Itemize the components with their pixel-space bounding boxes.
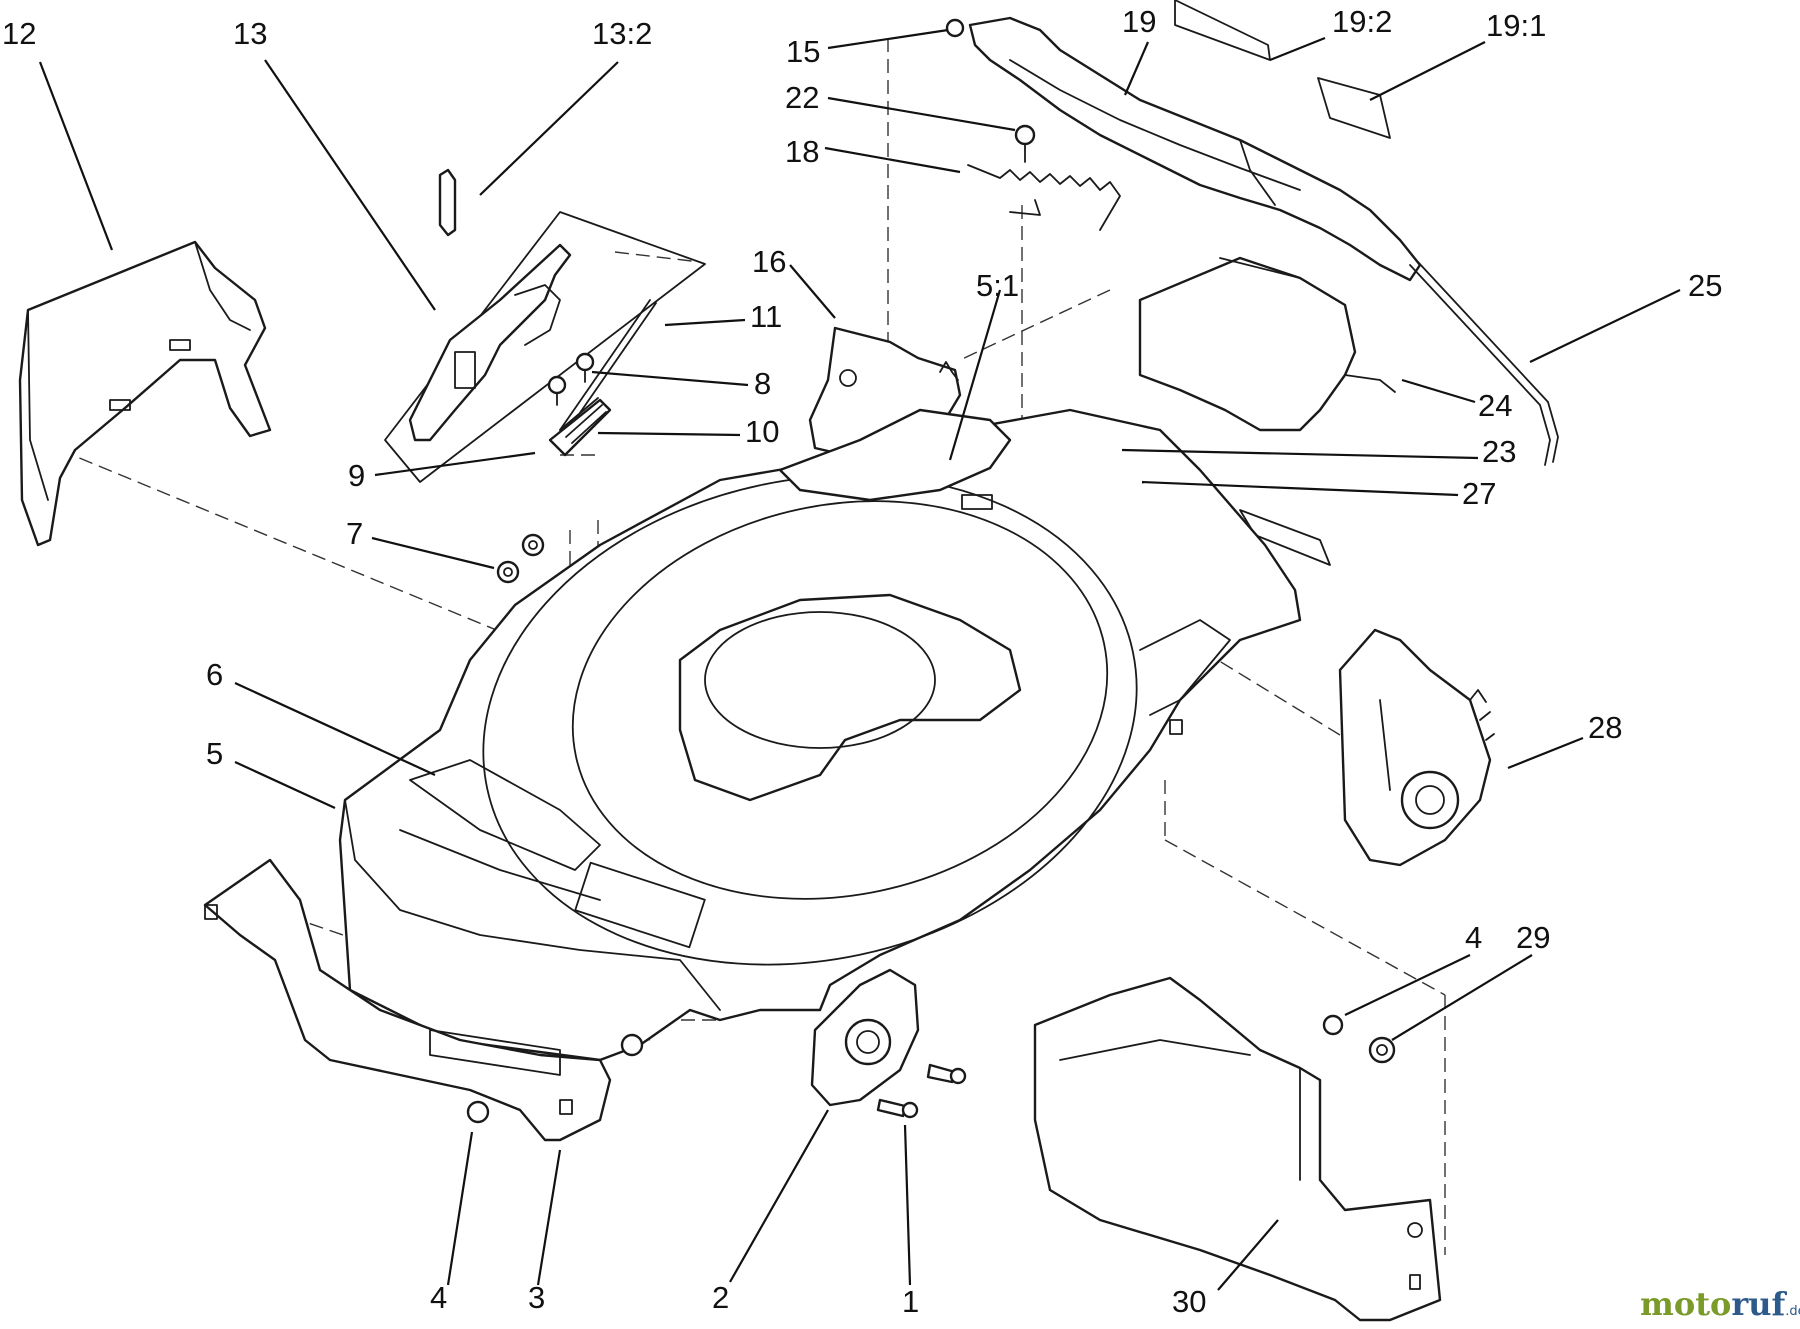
part-spring <box>967 164 1121 231</box>
callout-12: 12 <box>2 16 36 51</box>
watermark-part2: ruf <box>1731 1285 1787 1323</box>
callout-30: 30 <box>1172 1284 1206 1319</box>
callout-labels: 12 13 13:2 15 19 19:2 19:1 22 18 16 5:1 … <box>2 4 1722 1319</box>
callout-13-2: 13:2 <box>592 16 652 51</box>
part-baffle <box>1138 256 1396 432</box>
callout-25: 25 <box>1688 268 1722 303</box>
callout-6: 6 <box>206 657 223 692</box>
callout-29: 29 <box>1516 920 1550 955</box>
part-deck-decal <box>409 759 601 871</box>
part-bolt-22 <box>1014 124 1036 163</box>
part-cable <box>1409 261 1559 466</box>
callout-24: 24 <box>1478 388 1512 423</box>
callout-23: 23 <box>1482 434 1516 469</box>
callout-5: 5 <box>206 736 223 771</box>
callout-4-left: 4 <box>430 1280 447 1315</box>
callout-7: 7 <box>346 516 363 551</box>
callout-19: 19 <box>1122 4 1156 39</box>
callout-9: 9 <box>348 458 365 493</box>
part-nut-washer-right <box>1322 1014 1396 1064</box>
callout-15: 15 <box>786 34 820 69</box>
callout-19-1: 19:1 <box>1486 8 1546 43</box>
callout-8: 8 <box>754 366 771 401</box>
part-front-axle-bracket <box>203 858 612 1142</box>
part-bolts-1 <box>876 1063 967 1119</box>
callout-19-2: 19:2 <box>1332 4 1392 39</box>
callout-3: 3 <box>528 1280 545 1315</box>
part-mower-deck <box>338 408 1302 1062</box>
part-decal-19-1 <box>1317 77 1391 139</box>
callout-28: 28 <box>1588 710 1622 745</box>
callout-16: 16 <box>752 244 786 279</box>
part-front-height-plate <box>810 968 920 1107</box>
part-rear-height-plate <box>1338 628 1495 867</box>
part-rear-flap <box>18 240 272 547</box>
part-nuts-7 <box>496 533 545 584</box>
callout-11: 11 <box>750 299 782 334</box>
callout-22: 22 <box>785 80 819 115</box>
callout-18: 18 <box>785 134 819 169</box>
part-handle-bar <box>968 16 1422 282</box>
callout-5-1: 5:1 <box>976 268 1019 303</box>
watermark-part1: moto <box>1640 1285 1731 1323</box>
watermark-suffix: .de <box>1785 1304 1800 1319</box>
part-pins <box>547 352 595 406</box>
callout-2: 2 <box>712 1280 729 1315</box>
watermark-logo: motoruf.de <box>1640 1285 1800 1323</box>
part-side-chute <box>1033 976 1442 1322</box>
part-nut-15 <box>945 18 965 38</box>
svg-text:motoruf.de: motoruf.de <box>1640 1285 1800 1323</box>
part-spring-bracket <box>548 397 612 457</box>
callout-4-right: 4 <box>1465 920 1482 955</box>
leader-lines <box>38 28 1681 1291</box>
part-decal-19-2 <box>1174 0 1271 61</box>
callout-27: 27 <box>1462 476 1496 511</box>
part-nuts-left <box>466 1033 644 1124</box>
callout-13: 13 <box>233 16 267 51</box>
callout-10: 10 <box>745 414 779 449</box>
callout-1: 1 <box>902 1284 919 1319</box>
part-bail-lever <box>384 168 706 483</box>
